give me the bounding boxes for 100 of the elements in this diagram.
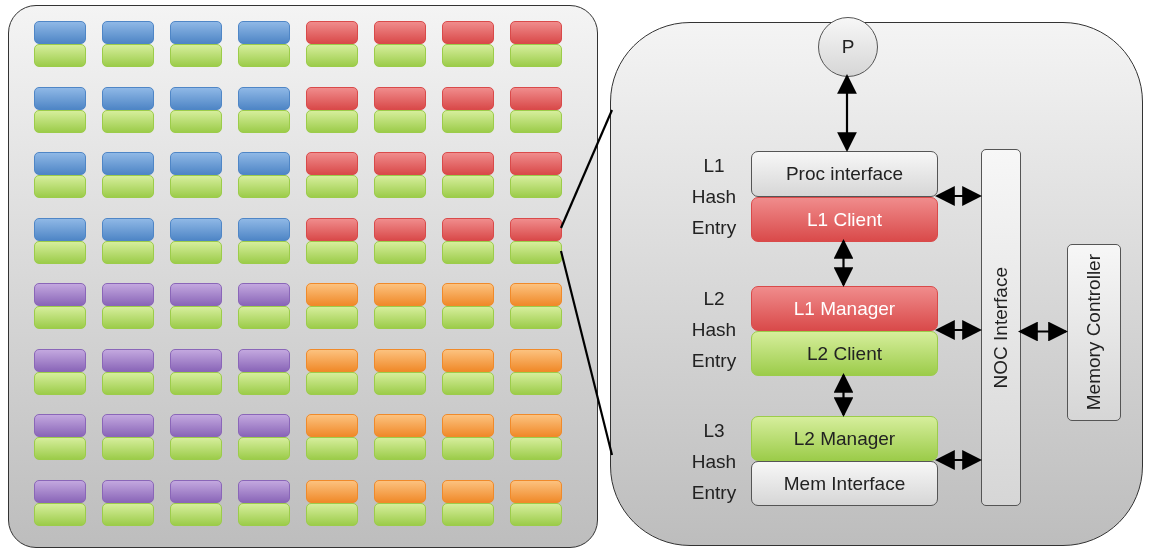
tile-box — [238, 175, 290, 198]
tile-box — [510, 86, 562, 110]
tile-box — [442, 502, 494, 526]
tile-box — [374, 240, 426, 264]
tile-box — [102, 109, 154, 133]
tile-box — [34, 348, 86, 372]
tile-box — [442, 414, 494, 437]
tile-box — [34, 152, 86, 175]
tile-box — [510, 109, 562, 133]
tile-box — [374, 437, 426, 460]
tile-box — [34, 175, 86, 198]
tile-box — [238, 414, 290, 437]
tile-box — [170, 348, 222, 372]
tile-box — [170, 306, 222, 329]
tile-box — [238, 479, 290, 503]
tile-box — [306, 414, 358, 437]
tile-box — [374, 479, 426, 503]
double-arrow — [935, 186, 982, 206]
tile-box — [442, 44, 494, 67]
tile-box — [374, 371, 426, 395]
double-arrow — [833, 373, 854, 417]
tile-box — [102, 21, 154, 44]
tile-box — [510, 217, 562, 241]
tile-box — [34, 502, 86, 526]
tile-box — [306, 502, 358, 526]
tile-box — [102, 479, 154, 503]
tile-box — [306, 217, 358, 241]
controller-box — [1067, 244, 1121, 421]
tile-box — [306, 283, 358, 306]
double-arrow — [935, 320, 982, 340]
tile-box — [238, 217, 290, 241]
tile-box — [170, 371, 222, 395]
hash-entry-label: L2 Hash Entry — [690, 287, 738, 373]
double-arrow — [837, 74, 857, 152]
tile-box — [442, 175, 494, 198]
tile-box — [510, 437, 562, 460]
tile-box — [238, 240, 290, 264]
chip-panel — [8, 5, 598, 548]
tile-box — [170, 414, 222, 437]
tile-box — [442, 240, 494, 264]
tile-box — [102, 175, 154, 198]
tile-box — [510, 348, 562, 372]
tile-box — [510, 175, 562, 198]
tile-box — [34, 109, 86, 133]
tile-box — [170, 283, 222, 306]
tile-box — [306, 86, 358, 110]
tile-box — [238, 437, 290, 460]
tile-box — [442, 479, 494, 503]
leader-line — [560, 109, 613, 229]
tile-box — [170, 44, 222, 67]
tile-box — [238, 86, 290, 110]
tile-box — [510, 21, 562, 44]
tile-box — [306, 479, 358, 503]
client-box: L1 Client — [751, 197, 938, 242]
tile-box — [238, 306, 290, 329]
tile-box — [374, 348, 426, 372]
tile-box — [374, 283, 426, 306]
tile-box — [374, 109, 426, 133]
client-box: L2 Client — [751, 331, 938, 376]
interface-box: Mem Interface — [751, 461, 938, 506]
tile-box — [238, 152, 290, 175]
tile-box — [34, 240, 86, 264]
rotated-label: NOC Interface — [990, 266, 1012, 389]
tile-box — [306, 44, 358, 67]
rotated-label: Memory Controller — [1083, 254, 1105, 411]
tile-box — [102, 44, 154, 67]
tile-box — [306, 109, 358, 133]
manager-box: L2 Manager — [751, 416, 938, 461]
tile-box — [442, 152, 494, 175]
tile-box — [170, 240, 222, 264]
tile-box — [306, 437, 358, 460]
hash-entry-label: L1 Hash Entry — [690, 154, 738, 240]
tile-box — [374, 152, 426, 175]
tile-box — [374, 502, 426, 526]
tile-box — [442, 371, 494, 395]
tile-box — [306, 21, 358, 44]
tile-box — [102, 502, 154, 526]
double-arrow — [935, 450, 982, 470]
tile-box — [102, 152, 154, 175]
tile-box — [510, 502, 562, 526]
tile-box — [510, 306, 562, 329]
double-arrow — [833, 239, 854, 287]
tile-box — [238, 44, 290, 67]
tile-box — [306, 240, 358, 264]
tile-box — [170, 437, 222, 460]
tile-box — [442, 86, 494, 110]
tile-box — [238, 371, 290, 395]
tile-box — [374, 21, 426, 44]
tile-box — [102, 371, 154, 395]
tile-box — [510, 283, 562, 306]
tile-box — [34, 217, 86, 241]
tile-box — [374, 306, 426, 329]
tile-box — [306, 371, 358, 395]
tile-box — [34, 479, 86, 503]
tile-box — [102, 283, 154, 306]
tile-box — [306, 348, 358, 372]
tile-box — [442, 283, 494, 306]
tile-box — [510, 479, 562, 503]
tile-box — [510, 371, 562, 395]
tile-box — [238, 21, 290, 44]
